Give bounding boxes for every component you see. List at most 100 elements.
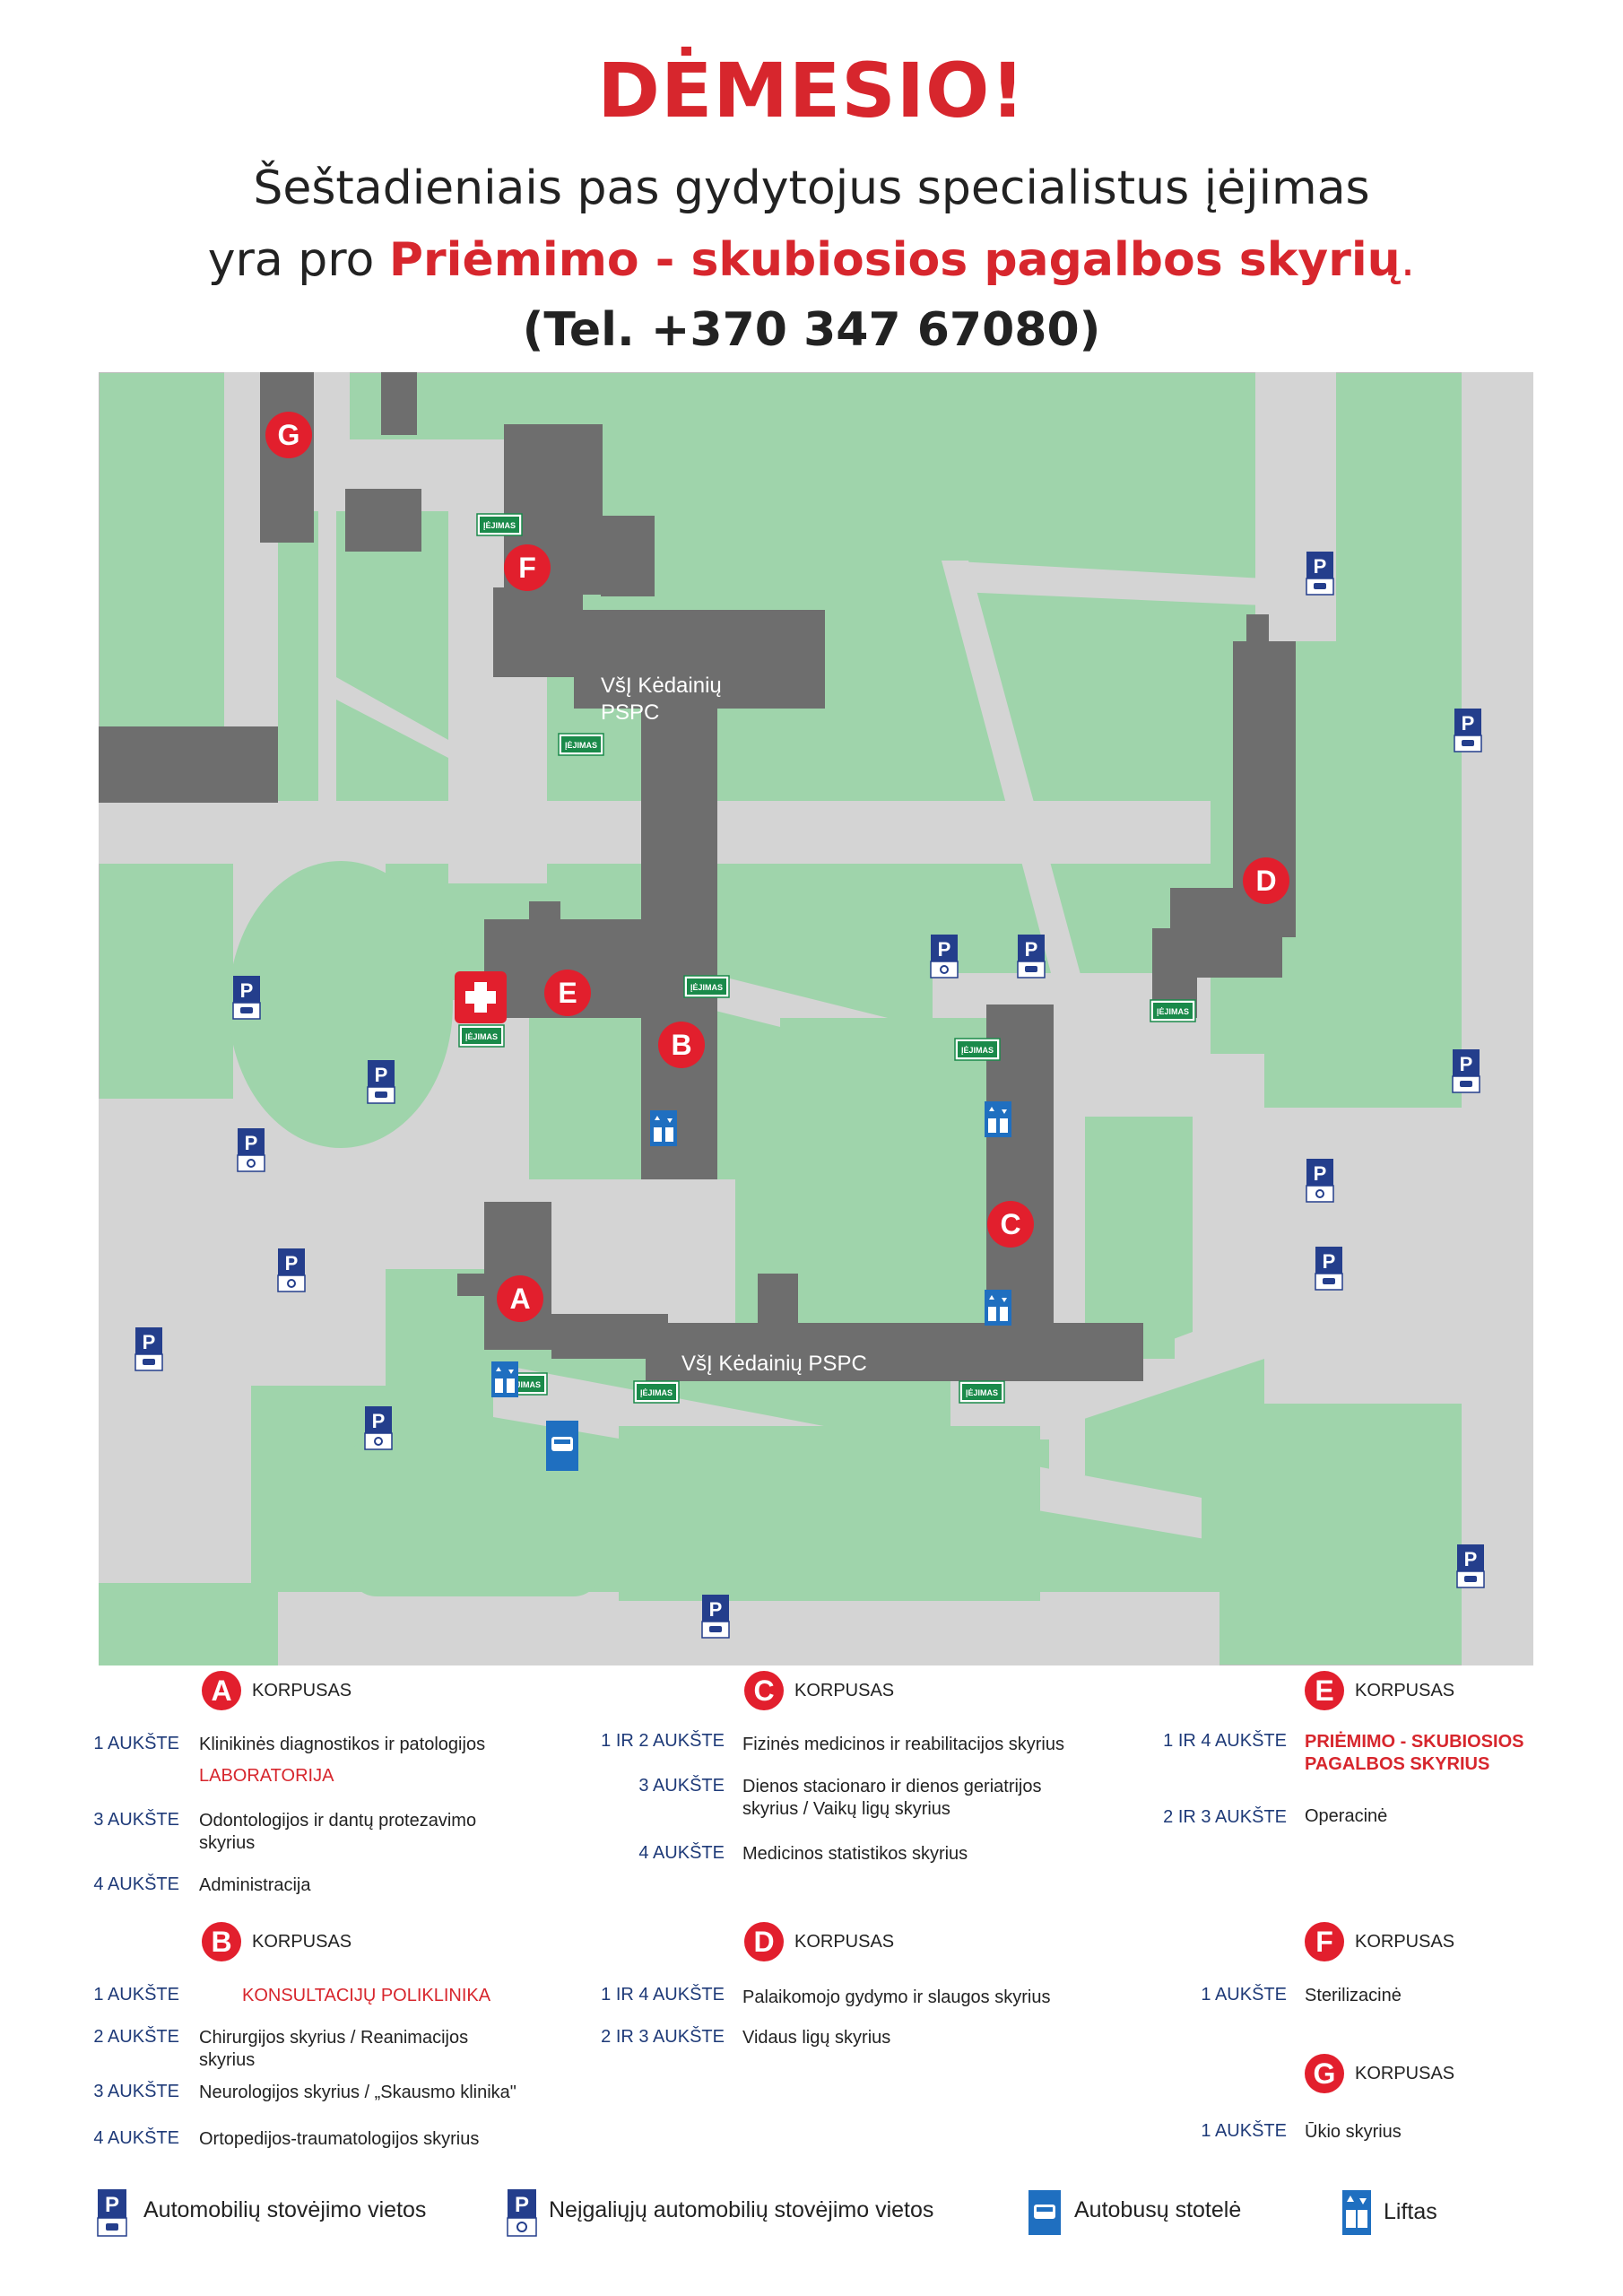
entrance-sign-label: ĮĖJIMAS [465, 1032, 498, 1041]
floor-label: 2 IR 3 AUKŠTE [601, 2027, 725, 2047]
bus-stop-icon [546, 1421, 578, 1471]
wheelchair-icon [374, 1437, 383, 1446]
elevator-icon [491, 1361, 518, 1397]
campus-map: G F E B C D A VšĮ Kėdainių PSPC VšĮ Kėda… [99, 372, 1533, 1665]
building-badges: G F E B C D A [265, 412, 1289, 1322]
department-name: Klinikinės diagnostikos ir patologijos [199, 1735, 486, 1754]
parking-sign-letter: P [1462, 712, 1475, 735]
entrance-signs: ĮĖJIMAS ĮĖJIMAS ĮĖJIMAS ĮĖJIMAS ĮĖJIMAS … [458, 513, 1196, 1404]
legend: P Automobilių stovėjimo vietos P Neįgali… [0, 2188, 1623, 2251]
parking-legend-letter: P [515, 2193, 529, 2217]
department-name: skyrius / Vaikų ligų skyrius [742, 1799, 950, 1819]
department-name: Fizinės medicinos ir reabilitacijos skyr… [742, 1735, 1064, 1754]
corpus-word: KORPUSAS [794, 1931, 895, 1952]
corpus-badge-d: D [744, 1922, 784, 1961]
elevator-icon [650, 1110, 677, 1146]
corpus-word: KORPUSAS [252, 1931, 352, 1952]
corpus-g-header: G KORPUSAS [1305, 2054, 1454, 2093]
parking-sign-letter: P [1464, 1548, 1478, 1570]
floor-label: 1 AUKŠTE [93, 1734, 179, 1753]
department-name: Medicinos statistikos skyrius [742, 1844, 968, 1864]
car-icon [1025, 966, 1037, 972]
building-badge-c: C [987, 1201, 1034, 1248]
entrance-sign-label: ĮĖJIMAS [690, 983, 723, 992]
entrance-sign-label: ĮĖJIMAS [1157, 1007, 1189, 1016]
department-name: Vidaus ligų skyrius [742, 2028, 891, 2048]
parking-sign-letter: P [938, 938, 951, 961]
parking-sign-letter: P [245, 1132, 258, 1154]
floor-label: 3 AUKŠTE [638, 1776, 725, 1796]
notice-department-highlight: Priėmimo - skubiosios pagalbos skyrių [388, 233, 1401, 287]
floor-label: 2 AUKŠTE [93, 2027, 179, 2047]
parking-sign-letter: P [285, 1252, 299, 1274]
notice-line-2-prefix: yra pro [207, 233, 389, 287]
department-name: Ūkio skyrius [1305, 2122, 1402, 2142]
emergency-cross-icon [455, 971, 507, 1023]
legend-parking: Automobilių stovėjimo vietos [143, 2197, 427, 2222]
car-icon [709, 1626, 722, 1632]
car-icon [1314, 583, 1326, 589]
entrance-sign-label: ĮĖJIMAS [640, 1388, 673, 1397]
wheelchair-icon [1315, 1189, 1324, 1198]
department-name: Chirurgijos skyrius / Reanimacijos [199, 2028, 469, 2048]
parking-sign-letter: P [372, 1410, 386, 1432]
department-name: skyrius [199, 1833, 256, 1853]
building-badge-a: A [497, 1275, 543, 1322]
department-name: Neurologijos skyrius / „Skausmo klinika" [199, 2083, 516, 2102]
building-label-g: G [278, 419, 300, 451]
notice-line-1: Šeštadieniais pas gydytojus specialistus… [253, 161, 1370, 215]
pspc-label-bottom: VšĮ Kėdainių PSPC [681, 1352, 867, 1376]
floor-label: 3 AUKŠTE [93, 1810, 179, 1830]
bus-stop-legend-icon [1028, 2190, 1061, 2235]
department-name-highlight: LABORATORIJA [199, 1766, 334, 1786]
legend-bus-stop: Autobusų stotelė [1074, 2197, 1242, 2222]
pspc-label-line-2: PSPC [601, 700, 659, 725]
pspc-label-line-1: VšĮ Kėdainių [601, 674, 722, 698]
floor-label: 1 AUKŠTE [1201, 1985, 1287, 2005]
entrance-sign-label: ĮĖJIMAS [483, 521, 516, 530]
parking-sign-letter: P [1460, 1053, 1473, 1075]
corpus-badge-g: G [1305, 2054, 1344, 2093]
department-name: Administracija [199, 1875, 311, 1895]
corpus-lists: A KORPUSAS 1 AUKŠTE Klinikinės diagnosti… [0, 1671, 1623, 2169]
floor-label: 1 AUKŠTE [1201, 2121, 1287, 2141]
phone-number: (Tel. +370 347 67080) [522, 303, 1101, 357]
floor-label: 1 IR 4 AUKŠTE [601, 1985, 725, 2005]
corpus-word: KORPUSAS [1355, 1931, 1455, 1952]
car-icon [143, 1359, 155, 1365]
building-label-b: B [671, 1029, 691, 1061]
building-badge-f: F [504, 544, 551, 591]
parking-sign-letter: P [240, 979, 254, 1002]
buildings [99, 372, 1296, 1381]
corpus-e-header: E KORPUSAS [1305, 1671, 1454, 1710]
notice-line-2-suffix: . [1400, 233, 1416, 287]
elevator-signs [491, 1101, 1011, 1397]
building-label-d: D [1255, 865, 1276, 897]
entrance-sign-label: ĮĖJIMAS [966, 1388, 998, 1397]
car-icon [1460, 1081, 1472, 1087]
parking-sign-letter: P [1314, 555, 1327, 578]
car-icon [375, 1091, 387, 1098]
corpus-badge-f: F [1305, 1922, 1344, 1961]
floor-label: 4 AUKŠTE [93, 2128, 179, 2148]
warning-title: DĖMESIO! [597, 47, 1026, 135]
disabled-parking-legend-icon: P [507, 2189, 537, 2237]
floor-label: 4 AUKŠTE [93, 1874, 179, 1894]
department-name: skyrius [199, 2050, 256, 2070]
entrance-sign-label: ĮĖJIMAS [961, 1046, 994, 1055]
parking-legend-letter: P [105, 2193, 119, 2217]
corpus-badge-c: C [744, 1671, 784, 1710]
parking-sign-letter: P [1323, 1250, 1336, 1273]
corpus-f-header: F KORPUSAS [1305, 1922, 1454, 1961]
department-name-highlight: KONSULTACIJŲ POLIKLINIKA [242, 1986, 491, 2005]
department-name: Sterilizacinė [1305, 1986, 1402, 2005]
floor-label: 1 IR 4 AUKŠTE [1163, 1731, 1287, 1751]
wheelchair-icon [287, 1279, 296, 1288]
building-label-c: C [1000, 1208, 1020, 1240]
floor-label: 4 AUKŠTE [638, 1843, 725, 1863]
corpus-badge-b: B [202, 1922, 241, 1961]
building-badge-e: E [544, 970, 591, 1016]
department-name: Operacinė [1305, 1806, 1388, 1826]
building-label-f: F [518, 552, 536, 584]
elevator-icon [985, 1290, 1011, 1326]
